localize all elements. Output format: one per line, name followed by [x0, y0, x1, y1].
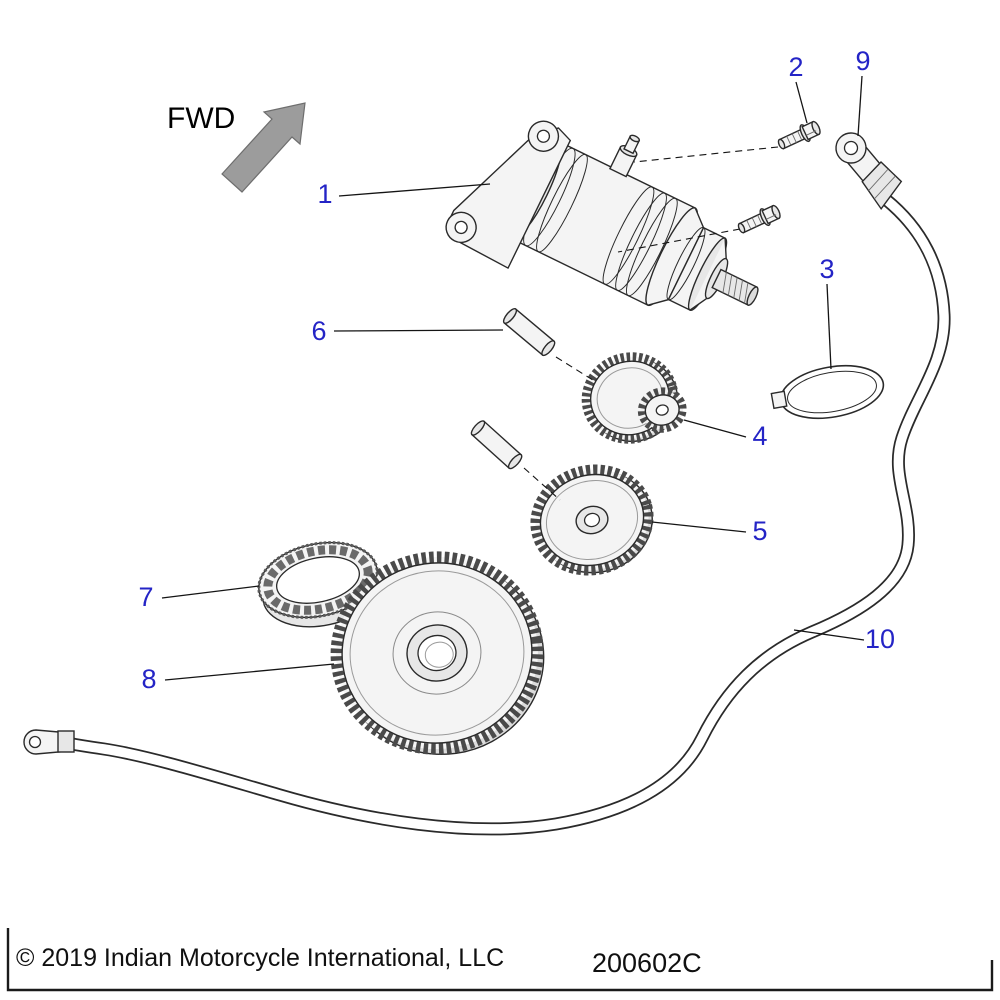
callout-5: 5	[752, 516, 767, 546]
gear-8	[330, 551, 545, 756]
callout-3: 3	[819, 254, 834, 284]
callouts: 1 2 3 4 5 6 7 8 9 10	[138, 46, 895, 694]
leader-line-5	[651, 521, 747, 533]
dowel-pin-upper	[502, 308, 556, 357]
callout-8: 8	[141, 664, 156, 694]
callout-2: 2	[788, 52, 803, 82]
cable-lug	[23, 729, 75, 755]
motor-shaft	[711, 268, 759, 307]
motor-terminal-stud	[608, 134, 641, 178]
leader-line-4	[683, 419, 747, 438]
leader-line-7	[161, 585, 260, 599]
leader-lines	[161, 75, 865, 681]
fwd-direction-indicator: FWD	[167, 102, 306, 193]
gear-5	[530, 464, 654, 576]
leader-line-10	[793, 629, 865, 641]
leader-line-1	[338, 183, 491, 197]
fwd-arrow-icon	[221, 102, 306, 193]
mounting-bolt-upper	[777, 120, 821, 150]
pinion-gear	[637, 387, 687, 433]
callout-9: 9	[855, 46, 870, 76]
dowel-pin-lower	[470, 420, 523, 470]
callout-10: 10	[865, 624, 895, 654]
pin-axis-lower	[523, 467, 561, 501]
cable-tie	[770, 364, 885, 420]
callout-6: 6	[311, 316, 326, 346]
leader-line-6	[333, 329, 504, 332]
mounting-bolt-lower	[737, 204, 781, 234]
leader-line-2	[795, 81, 808, 124]
leader-line-9	[857, 75, 863, 137]
callout-7: 7	[138, 582, 153, 612]
bolt-axis-lower	[617, 228, 741, 253]
copyright-text: © 2019 Indian Motorcycle International, …	[16, 944, 504, 972]
page-border-corner	[6, 928, 994, 992]
starter-motor	[445, 120, 759, 312]
motor-mount-bracket	[445, 120, 572, 270]
battery-cable	[23, 191, 951, 836]
fwd-label: FWD	[167, 102, 235, 135]
bolt-axis-upper	[633, 146, 779, 163]
assembly-axis-lines	[523, 146, 779, 501]
callout-4: 4	[752, 421, 767, 451]
callout-1: 1	[317, 179, 332, 209]
leader-line-3	[826, 283, 832, 370]
leader-line-8	[164, 663, 335, 681]
cable-terminal	[835, 132, 903, 211]
diagram-code: 200602C	[592, 948, 702, 978]
gear-assembly-4	[581, 352, 687, 444]
pin-axis-upper	[555, 356, 597, 383]
